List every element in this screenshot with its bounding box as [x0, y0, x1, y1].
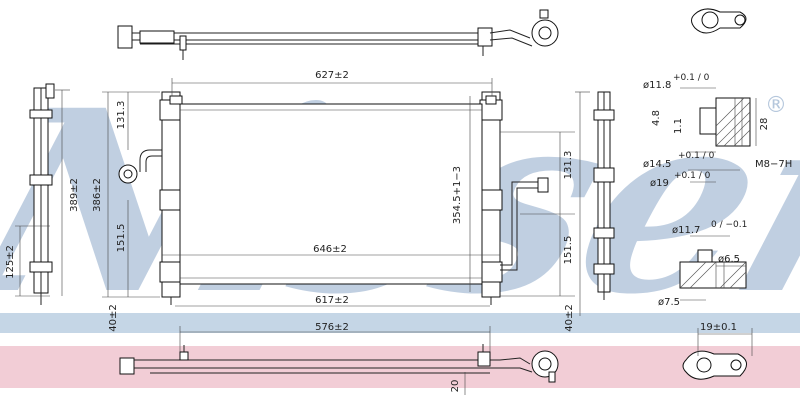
- fitting-top-view: [691, 8, 747, 34]
- fitting-d2: ø14.5: [643, 159, 671, 170]
- front-dimension-lines: [102, 78, 575, 307]
- dim-core-height: 354.5+1−3: [452, 166, 463, 224]
- port-d1-tol: 0 / −0.1: [711, 220, 747, 230]
- fitting-h1: 4.8: [651, 110, 662, 126]
- port-bottom-view: [682, 328, 753, 380]
- fitting-d1-tol: +0.1 / 0: [673, 73, 710, 83]
- dim-bottom-core: 576±2: [315, 322, 349, 333]
- dim-lower-right: 151.5: [563, 236, 574, 265]
- dim-offset-right: 40±2: [564, 304, 575, 331]
- port-d3: ø7.5: [658, 297, 680, 308]
- front-view: [118, 91, 549, 305]
- top-view: [117, 9, 559, 60]
- brand-band-blue: [0, 313, 800, 333]
- fitting-d2-tol: +0.1 / 0: [678, 151, 715, 161]
- dim-offset-left: 40±2: [108, 304, 119, 331]
- dim-top-width: 627±2: [315, 70, 349, 81]
- fitting-h3: 28: [759, 118, 770, 131]
- dim-upper-right: 131.3: [563, 151, 574, 180]
- dim-height-total: 389±2: [69, 178, 80, 212]
- fitting-d1: ø11.8: [643, 80, 671, 91]
- dim-bottom-offset: 20: [450, 380, 461, 393]
- dim-height-outer: 386±2: [92, 178, 103, 212]
- dim-bottom-width: 617±2: [315, 295, 349, 306]
- left-side-view: [15, 83, 70, 305]
- port-section: [679, 235, 747, 301]
- fitting-thread: M8−7H: [755, 159, 792, 170]
- fitting-h2: 1.1: [673, 118, 684, 134]
- port-d2: ø6.5: [718, 254, 740, 265]
- dim-left-side: 125±2: [5, 245, 16, 279]
- dim-lower-left: 151.5: [116, 224, 127, 253]
- fitting-d3-tol: +0.1 / 0: [674, 171, 711, 181]
- right-side-view: [575, 91, 615, 316]
- fitting-d3: ø19: [650, 178, 669, 189]
- port-d1: ø11.7: [672, 225, 700, 236]
- registered-mark: ®: [765, 93, 787, 118]
- dim-mid-width: 646±2: [313, 244, 347, 255]
- bottom-view: [119, 326, 559, 395]
- dim-upper-left: 131.3: [116, 101, 127, 130]
- fitting-section: [680, 87, 757, 183]
- port-width: 19±0.1: [700, 322, 737, 333]
